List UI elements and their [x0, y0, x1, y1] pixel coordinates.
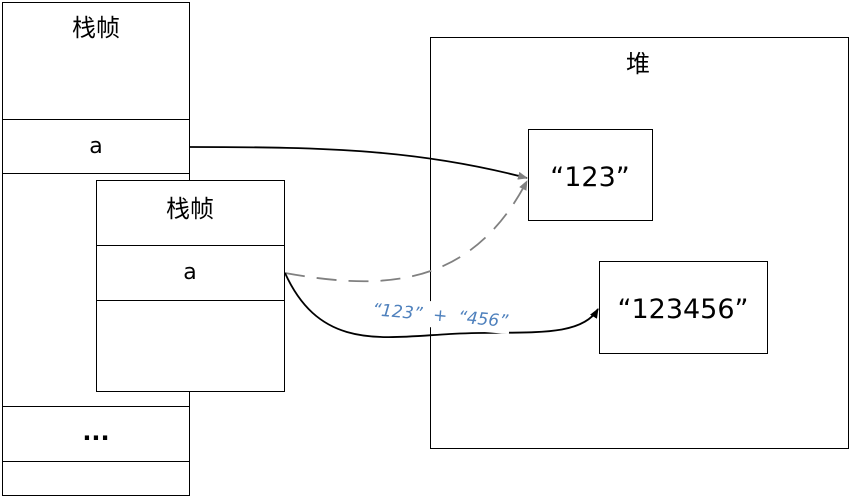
- heap-object-123: [528, 129, 653, 221]
- heap-title: 堆: [626, 50, 650, 78]
- inner-stack-frame: [96, 180, 285, 392]
- arrow-inner-a-to-123456: [284, 272, 599, 338]
- heap-object-123-label: “123”: [550, 162, 630, 193]
- heap-object-123456: [599, 261, 768, 354]
- heap-region: [430, 37, 849, 449]
- heap-object-123456-label: “123456”: [617, 294, 748, 325]
- outer-var-a: a: [89, 134, 102, 159]
- dashed-arrow-inner-a-to-123: [284, 180, 528, 283]
- inner-frame-title: 栈帧: [166, 195, 214, 223]
- inner-var-a: a: [183, 260, 196, 285]
- outer-frame-title: 栈帧: [72, 14, 120, 42]
- stack-ellipsis: ...: [82, 418, 109, 446]
- arrow-outer-a-to-123: [189, 146, 528, 180]
